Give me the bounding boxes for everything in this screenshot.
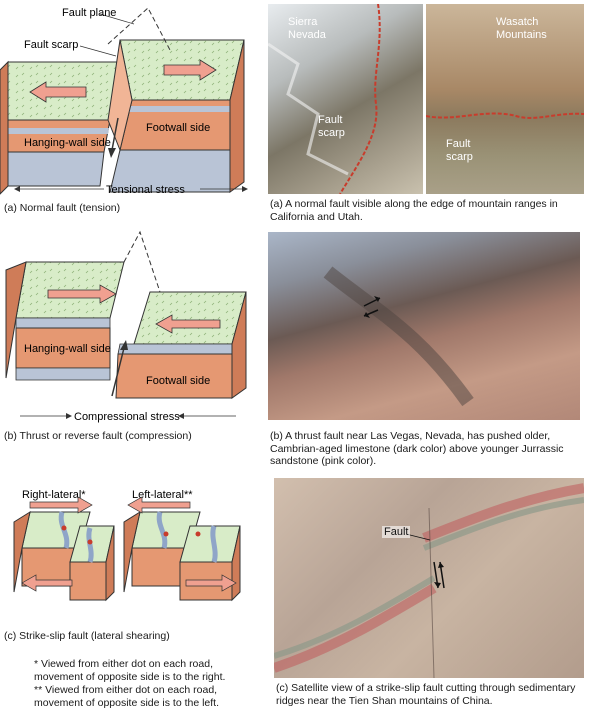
thrust-arrow-right bbox=[47, 284, 117, 304]
label-hanging-wall: Hanging-wall side bbox=[24, 137, 111, 149]
thrust-footwall bbox=[115, 291, 247, 399]
caption-photo-a: (a) A normal fault visible along the edg… bbox=[270, 198, 558, 223]
photo-strike-slip: Fault bbox=[274, 478, 584, 678]
label-thrust-footwall: Footwall side bbox=[146, 375, 210, 387]
caption-normal-fault: (a) Normal fault (tension) bbox=[4, 202, 121, 214]
right-lateral-blocks bbox=[13, 496, 115, 602]
label-footwall: Footwall side bbox=[146, 122, 210, 134]
wasatch-scarp-line bbox=[426, 112, 584, 119]
thrust-hanging-wall bbox=[5, 261, 125, 381]
footwall-block bbox=[107, 39, 245, 193]
thrust-arrow-left bbox=[155, 314, 221, 334]
fault-plane-outline bbox=[107, 7, 171, 51]
footnote-right-lateral: * Viewed from either dot on each road, m… bbox=[34, 658, 226, 683]
strike-slip-diagram: Right-lateral* Left-lateral** bbox=[13, 489, 241, 602]
caption-strike-slip: (c) Strike-slip fault (lateral shearing) bbox=[4, 630, 170, 642]
label-compressional-stress: Compressional stress bbox=[74, 411, 180, 423]
photo-sierra-nevada: Sierra Nevada Fault scarp bbox=[268, 4, 423, 194]
label-tensional-stress: Tensional stress bbox=[106, 184, 185, 196]
label-left-lateral: Left-lateral** bbox=[132, 489, 193, 501]
label-wasatch-scarp: Fault scarp bbox=[446, 138, 473, 163]
fault-scarp-face bbox=[107, 39, 133, 152]
normal-fault-diagram: Fault plane Fault scarp Hanging-wall sid… bbox=[0, 7, 248, 196]
hanging-wall-block bbox=[0, 60, 121, 195]
photo-wasatch: Wasatch Mountains Fault scarp bbox=[426, 4, 584, 194]
slip-arrow bbox=[111, 117, 119, 151]
caption-photo-c: (c) Satellite view of a strike-slip faul… bbox=[276, 682, 576, 707]
sierra-scarp-line bbox=[339, 4, 381, 194]
left-lateral-blocks bbox=[123, 496, 241, 602]
normal-arrow-right bbox=[163, 59, 217, 81]
label-sierra-scarp: Fault scarp bbox=[318, 114, 345, 139]
label-sierra-nevada: Sierra Nevada bbox=[288, 16, 326, 41]
label-fault: Fault bbox=[382, 526, 411, 538]
caption-thrust-fault: (b) Thrust or reverse fault (compression… bbox=[4, 430, 192, 442]
photo-thrust-fault bbox=[268, 232, 580, 420]
label-fault-scarp: Fault scarp bbox=[24, 39, 78, 51]
thrust-fault-diagram: Hanging-wall side Footwall side Compress… bbox=[5, 230, 247, 423]
label-fault-plane: Fault plane bbox=[62, 7, 116, 19]
label-wasatch: Wasatch Mountains bbox=[496, 16, 547, 41]
footnote-left-lateral: ** Viewed from either dot on each road, … bbox=[34, 684, 220, 709]
caption-photo-b: (b) A thrust fault near Las Vegas, Nevad… bbox=[270, 430, 564, 467]
label-right-lateral: Right-lateral* bbox=[22, 489, 86, 501]
label-thrust-hanging-wall: Hanging-wall side bbox=[24, 343, 111, 355]
normal-arrow-left bbox=[29, 81, 87, 103]
